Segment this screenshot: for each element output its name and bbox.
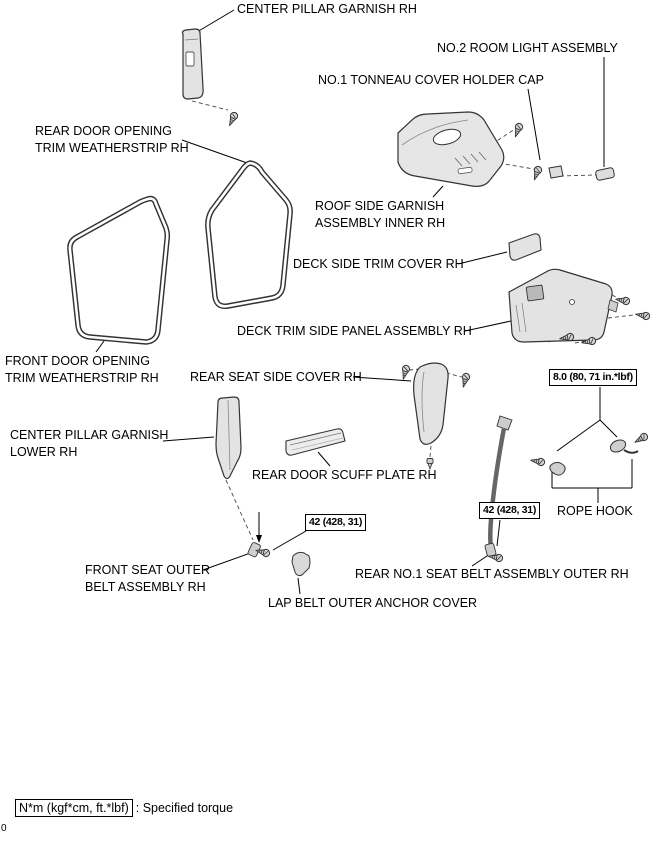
deck-side-trim-cover-part <box>508 233 542 261</box>
garnish-screw-icon <box>511 121 525 139</box>
label-center-pillar-garnish: CENTER PILLAR GARNISH RH <box>237 2 417 16</box>
torque-legend-text: : Specified torque <box>135 801 234 815</box>
lap-belt-anchor-cover-part <box>291 551 311 577</box>
label-front-door-weatherstrip: FRONT DOOR OPENING TRIM WEATHERSTRIP RH <box>5 354 159 385</box>
label-rear-door-scuff-plate: REAR DOOR SCUFF PLATE RH <box>252 468 437 482</box>
rear-door-weatherstrip-part <box>205 160 293 310</box>
torque-legend: N*m (kgf*cm, ft.*lbf) : Specified torque <box>15 799 233 817</box>
torque-spec-rope-hook: 8.0 (80, 71 in.*lbf) <box>549 369 637 386</box>
torque-spec-front-belt: 42 (428, 31) <box>305 514 367 531</box>
rear-door-scuff-plate-part <box>285 428 346 456</box>
rope-hook-left-part <box>549 461 566 476</box>
rope-hook-screw-icon <box>529 456 546 467</box>
clip-screw-icon <box>225 110 240 128</box>
deck-trim-side-panel-part <box>508 268 619 343</box>
roof-side-garnish-part <box>397 111 505 187</box>
rope-hook-right-part <box>609 439 639 454</box>
label-center-pillar-garnish-lower: CENTER PILLAR GARNISH LOWER RH <box>10 428 169 459</box>
tonneau-holder-cap-part <box>548 165 564 179</box>
center-pillar-garnish-part <box>181 28 204 100</box>
panel-screw-icon <box>634 310 651 321</box>
rope-hook-screw-icon <box>632 431 650 446</box>
front-door-weatherstrip-part <box>67 195 171 345</box>
label-lap-belt-outer-anchor-cover: LAP BELT OUTER ANCHOR COVER <box>268 596 478 610</box>
label-rear-seat-side-cover: REAR SEAT SIDE COVER RH <box>190 370 362 384</box>
front-seat-belt-anchor-part <box>247 542 261 558</box>
label-deck-trim-side-panel: DECK TRIM SIDE PANEL ASSEMBLY RH <box>237 324 472 338</box>
room-light-part <box>595 167 615 181</box>
torque-unit-box: N*m (kgf*cm, ft.*lbf) <box>15 799 133 817</box>
garnish-screw-icon <box>530 164 544 182</box>
page-marker: 0 <box>1 823 7 834</box>
label-rear-no1-seat-belt: REAR NO.1 SEAT BELT ASSEMBLY OUTER RH <box>355 567 629 581</box>
label-rope-hook: ROPE HOOK <box>557 504 633 518</box>
cover-screw-icon <box>399 364 411 381</box>
torque-spec-rear-belt: 42 (428, 31) <box>479 502 541 519</box>
leader-lines <box>95 9 633 595</box>
center-pillar-garnish-lower-part <box>215 396 242 480</box>
label-roof-side-garnish: ROOF SIDE GARNISH ASSEMBLY INNER RH <box>315 199 446 230</box>
rear-seat-belt-part <box>484 415 513 557</box>
rear-seat-side-cover-part <box>413 362 449 445</box>
label-deck-side-trim-cover: DECK SIDE TRIM COVER RH <box>293 257 464 271</box>
label-rear-door-weatherstrip: REAR DOOR OPENING TRIM WEATHERSTRIP RH <box>35 124 189 155</box>
label-tonneau-cover-holder-cap: NO.1 TONNEAU COVER HOLDER CAP <box>318 73 544 87</box>
label-front-seat-outer-belt: FRONT SEAT OUTER BELT ASSEMBLY RH <box>85 563 211 594</box>
label-room-light-assembly: NO.2 ROOM LIGHT ASSEMBLY <box>437 41 618 55</box>
cover-screw-icon <box>459 372 471 389</box>
